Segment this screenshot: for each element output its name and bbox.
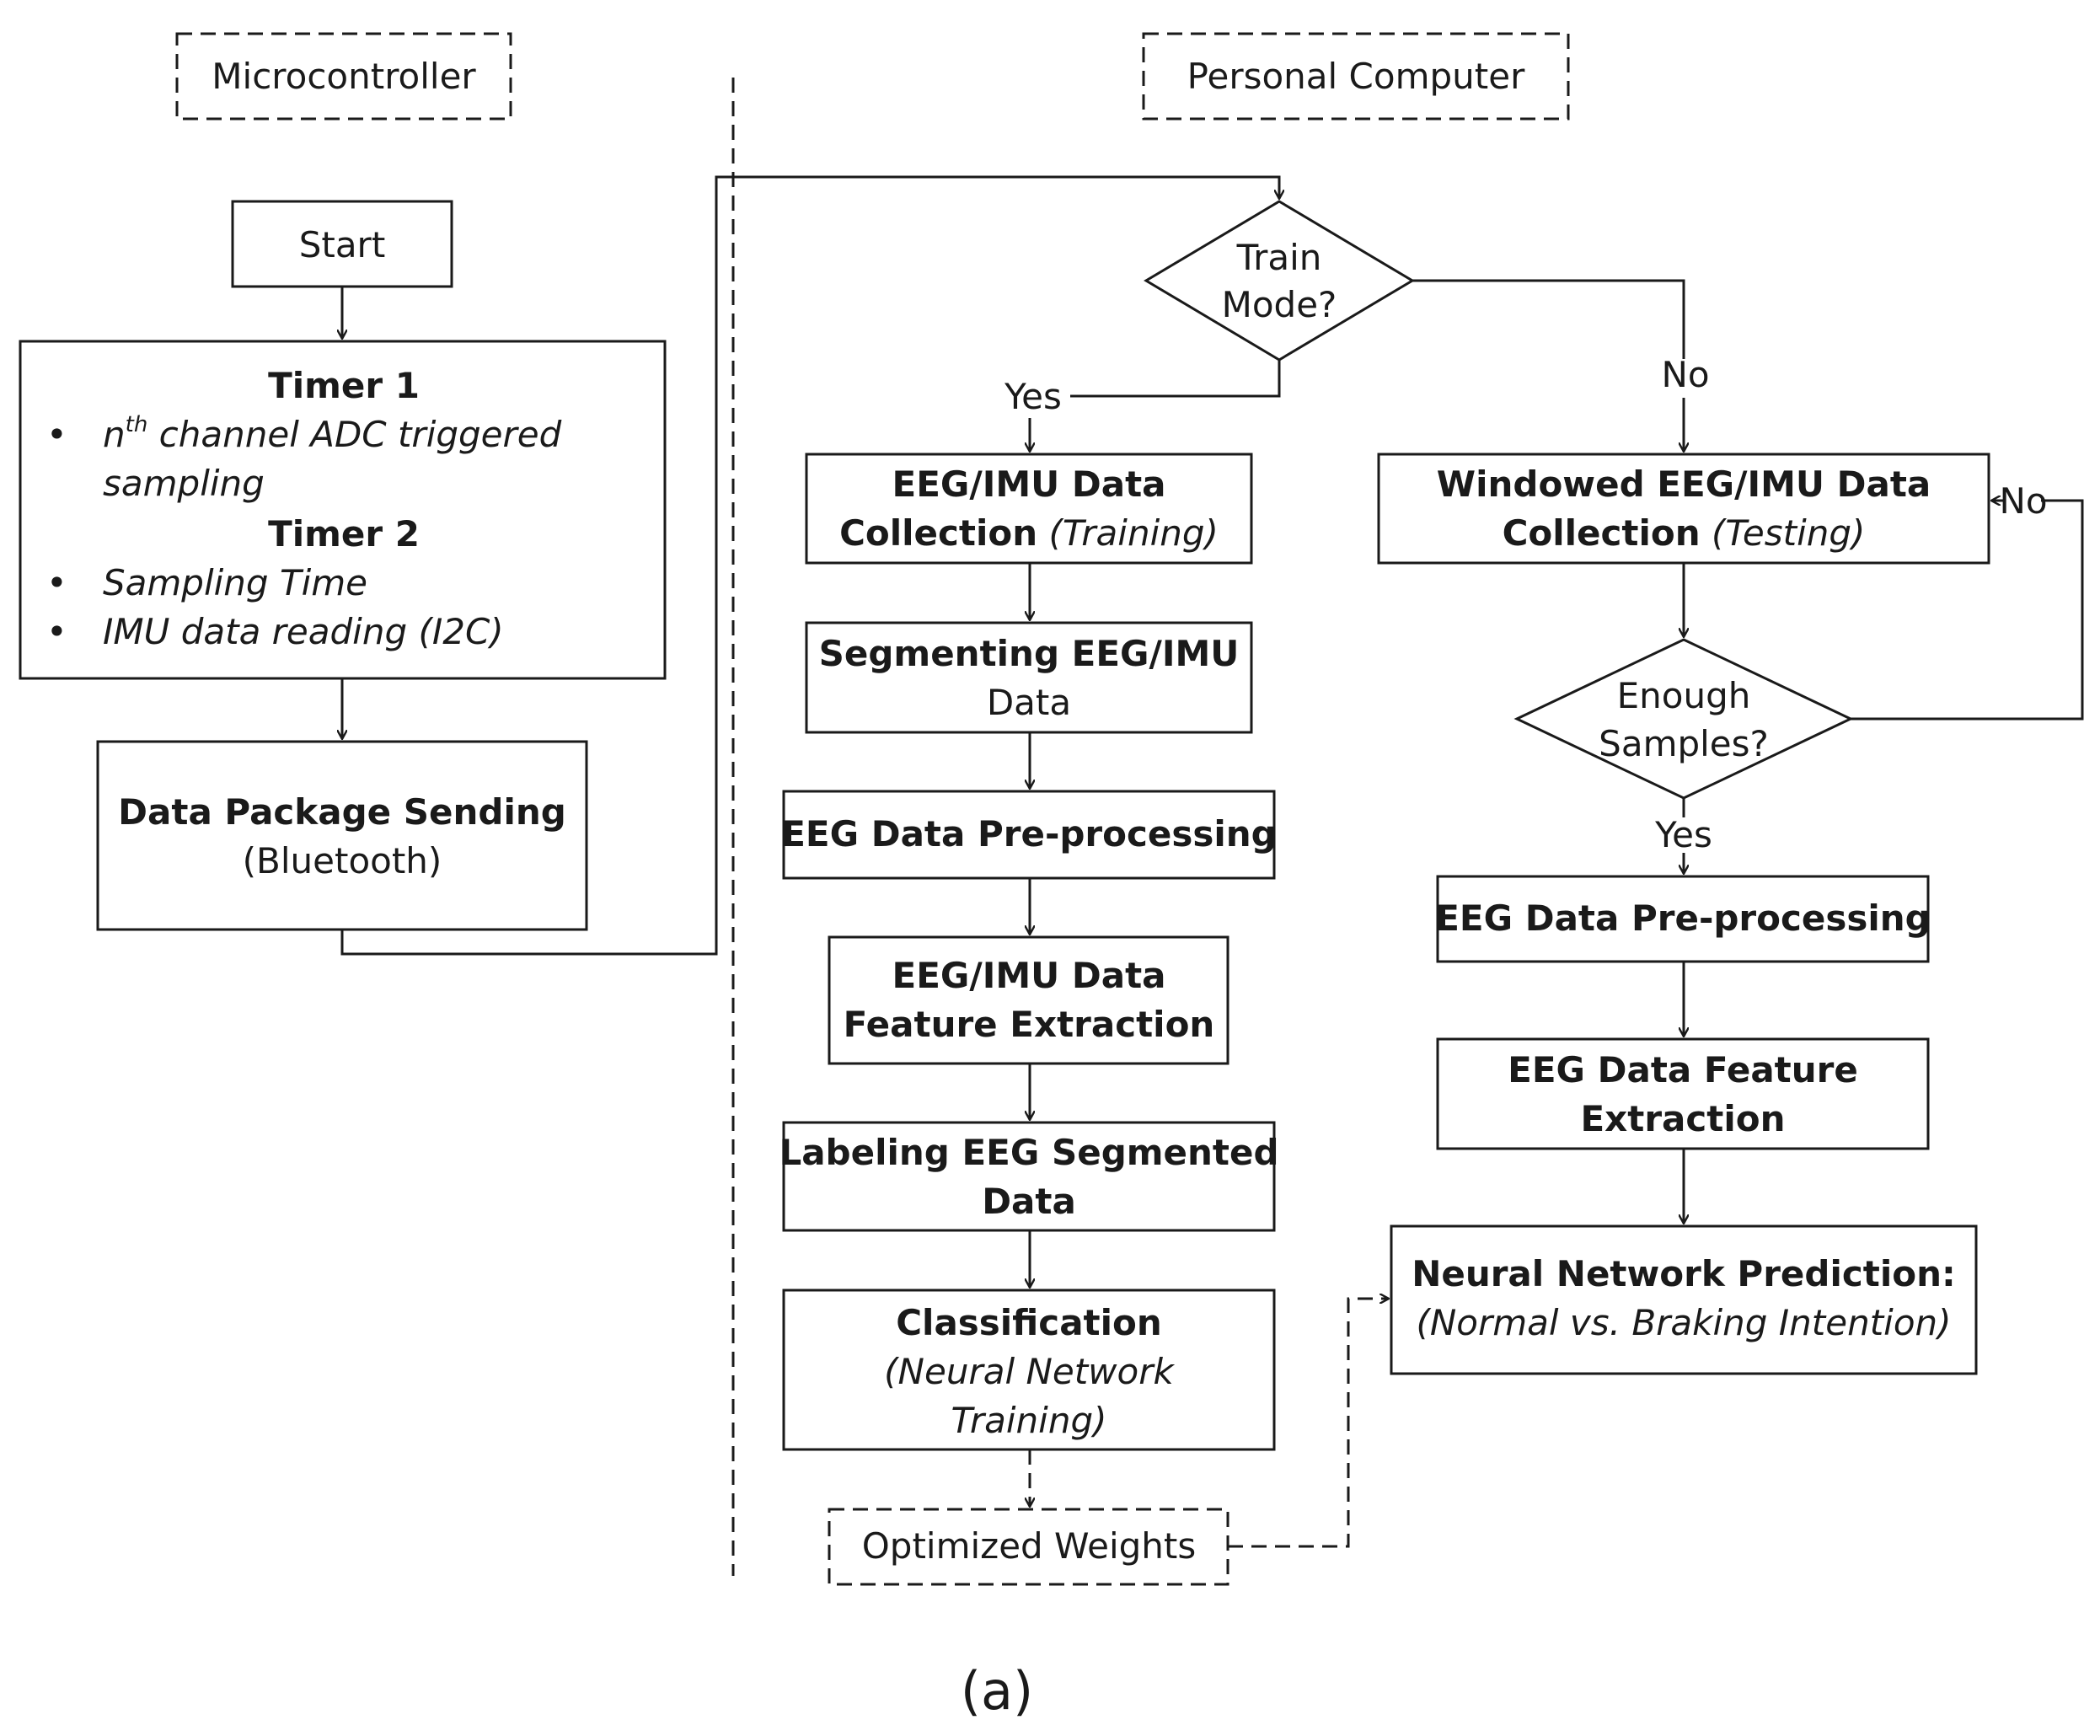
classification-line2: (Neural Network (884, 1351, 1175, 1392)
personal-computer-header-label: Personal Computer (1187, 56, 1525, 97)
train-mode-decision: Train Mode? (1144, 200, 1415, 362)
data-package-box: Data Package Sending (Bluetooth) (96, 740, 588, 931)
segmenting-box: Segmenting EEG/IMU Data (805, 621, 1253, 734)
enough-line2: Samples? (1599, 723, 1769, 764)
classification-line3: Training) (951, 1400, 1106, 1441)
timer2-item-1: Sampling Time (103, 562, 367, 603)
start-box: Start (231, 200, 453, 288)
enough-line1: Enough (1617, 675, 1751, 716)
segmenting-line1: Segmenting EEG/IMU (819, 633, 1240, 674)
segmenting-line2: Data (987, 682, 1071, 723)
testing-feature-box: EEG Data Feature Extraction (1436, 1037, 1930, 1150)
timer1-title: Timer 1 (268, 365, 420, 406)
start-label: Start (299, 224, 386, 265)
train-mode-line1: Train (1236, 237, 1322, 278)
yes-label-train: Yes (1004, 376, 1062, 417)
training-collection-box: EEG/IMU Data Collection (Training) (805, 453, 1253, 565)
connector-yes-top (1070, 360, 1281, 398)
labeling-line1: Labeling EEG Segmented (779, 1132, 1278, 1173)
personal-computer-header: Personal Computer (1142, 32, 1570, 121)
training-preprocessing-label: EEG Data Pre-processing (781, 813, 1277, 855)
classification-box: Classification (Neural Network Training) (782, 1289, 1276, 1451)
windowed-collection-box: Windowed EEG/IMU Data Collection (Testin… (1377, 453, 1990, 565)
windowed-collection-line1: Windowed EEG/IMU Data (1437, 463, 1931, 505)
microcontroller-header: Microcontroller (175, 32, 512, 121)
figure-caption: (a) (961, 1660, 1033, 1722)
prediction-line1: Neural Network Prediction: (1412, 1253, 1956, 1294)
no-label-train: No (1661, 354, 1709, 395)
testing-preprocessing-box: EEG Data Pre-processing (1435, 875, 1931, 963)
optimized-weights-label: Optimized Weights (862, 1525, 1197, 1567)
timer2-bullet-2: • (46, 611, 67, 652)
connector-no-loop (1851, 499, 2084, 721)
timer1-item-line2: sampling (103, 463, 265, 504)
microcontroller-header-label: Microcontroller (212, 56, 476, 97)
arrow-package-to-train-mode (340, 175, 1279, 956)
prediction-line2: (Normal vs. Braking Intention) (1416, 1302, 1951, 1343)
prediction-box: Neural Network Prediction: (Normal vs. B… (1390, 1224, 1978, 1375)
testing-feature-line2: Extraction (1580, 1098, 1785, 1139)
timer2-title: Timer 2 (268, 513, 420, 555)
training-feature-line1: EEG/IMU Data (892, 955, 1166, 996)
optimized-weights-box: Optimized Weights (828, 1508, 1229, 1586)
classification-line1: Classification (896, 1302, 1162, 1343)
train-mode-line2: Mode? (1222, 284, 1337, 325)
yes-label-enough: Yes (1654, 814, 1712, 855)
timer1-bullet: • (46, 414, 67, 455)
training-feature-box: EEG/IMU Data Feature Extraction (828, 935, 1229, 1065)
connector-no-top (1412, 279, 1685, 359)
training-preprocessing-box: EEG Data Pre-processing (781, 790, 1277, 880)
testing-preprocessing-label: EEG Data Pre-processing (1435, 897, 1931, 939)
training-collection-line1: EEG/IMU Data (892, 463, 1166, 505)
training-feature-line2: Feature Extraction (844, 1004, 1215, 1045)
windowed-collection-line2: Collection (Testing) (1503, 512, 1866, 554)
arrow-weights-to-prediction (1228, 1299, 1389, 1548)
timer-box: Timer 1 • nth channel ADC triggered samp… (19, 340, 667, 680)
timer2-item-2: IMU data reading (I2C) (103, 611, 504, 652)
testing-feature-line1: EEG Data Feature (1508, 1049, 1858, 1090)
data-package-line1: Data Package Sending (118, 791, 566, 833)
timer2-bullet-1: • (46, 562, 67, 603)
timer1-item: nth channel ADC triggered (103, 412, 562, 455)
data-package-line2: (Bluetooth) (243, 840, 442, 881)
enough-samples-decision: Enough Samples? (1513, 638, 1854, 800)
training-collection-line2: Collection (Training) (839, 512, 1219, 554)
no-label-enough: No (1999, 480, 2047, 522)
labeling-box: Labeling EEG Segmented Data (779, 1121, 1279, 1232)
labeling-line2: Data (982, 1181, 1076, 1222)
